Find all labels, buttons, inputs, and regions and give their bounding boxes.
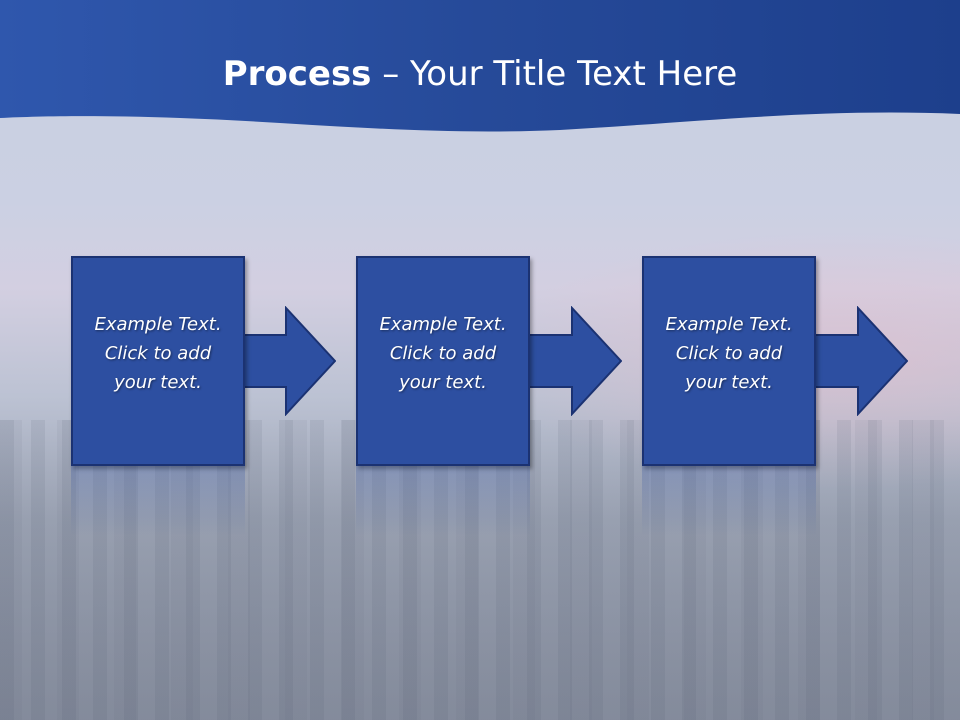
title-bold: Process — [222, 54, 372, 94]
right-arrow-icon — [812, 306, 908, 416]
step-2-reflection — [356, 466, 530, 536]
right-arrow-icon — [526, 306, 622, 416]
step-2-line1: Example Text. — [379, 314, 507, 335]
title-rest: – Your Title Text Here — [371, 54, 738, 94]
city-background — [0, 420, 960, 720]
process-step-3[interactable]: Example Text. Click to add your text. — [642, 256, 816, 466]
step-3-reflection — [642, 466, 816, 536]
step-2-text[interactable]: Example Text. Click to add your text. — [358, 310, 528, 397]
page-title: Process – Your Title Text Here — [0, 52, 960, 96]
process-step-2[interactable]: Example Text. Click to add your text. — [356, 256, 530, 466]
step-3-line2: Click to add — [675, 343, 783, 364]
step-1-line3: your text. — [114, 372, 202, 393]
header-banner — [0, 0, 960, 132]
step-1-line2: Click to add — [104, 343, 212, 364]
step-1-line1: Example Text. — [94, 314, 222, 335]
step-3-text[interactable]: Example Text. Click to add your text. — [644, 310, 814, 397]
process-step-1[interactable]: Example Text. Click to add your text. — [71, 256, 245, 466]
step-2-line3: your text. — [399, 372, 487, 393]
step-2-line2: Click to add — [389, 343, 497, 364]
right-arrow-icon — [240, 306, 336, 416]
step-3-line3: your text. — [685, 372, 773, 393]
step-1-text[interactable]: Example Text. Click to add your text. — [73, 310, 243, 397]
step-3-line1: Example Text. — [665, 314, 793, 335]
step-1-reflection — [71, 466, 245, 536]
